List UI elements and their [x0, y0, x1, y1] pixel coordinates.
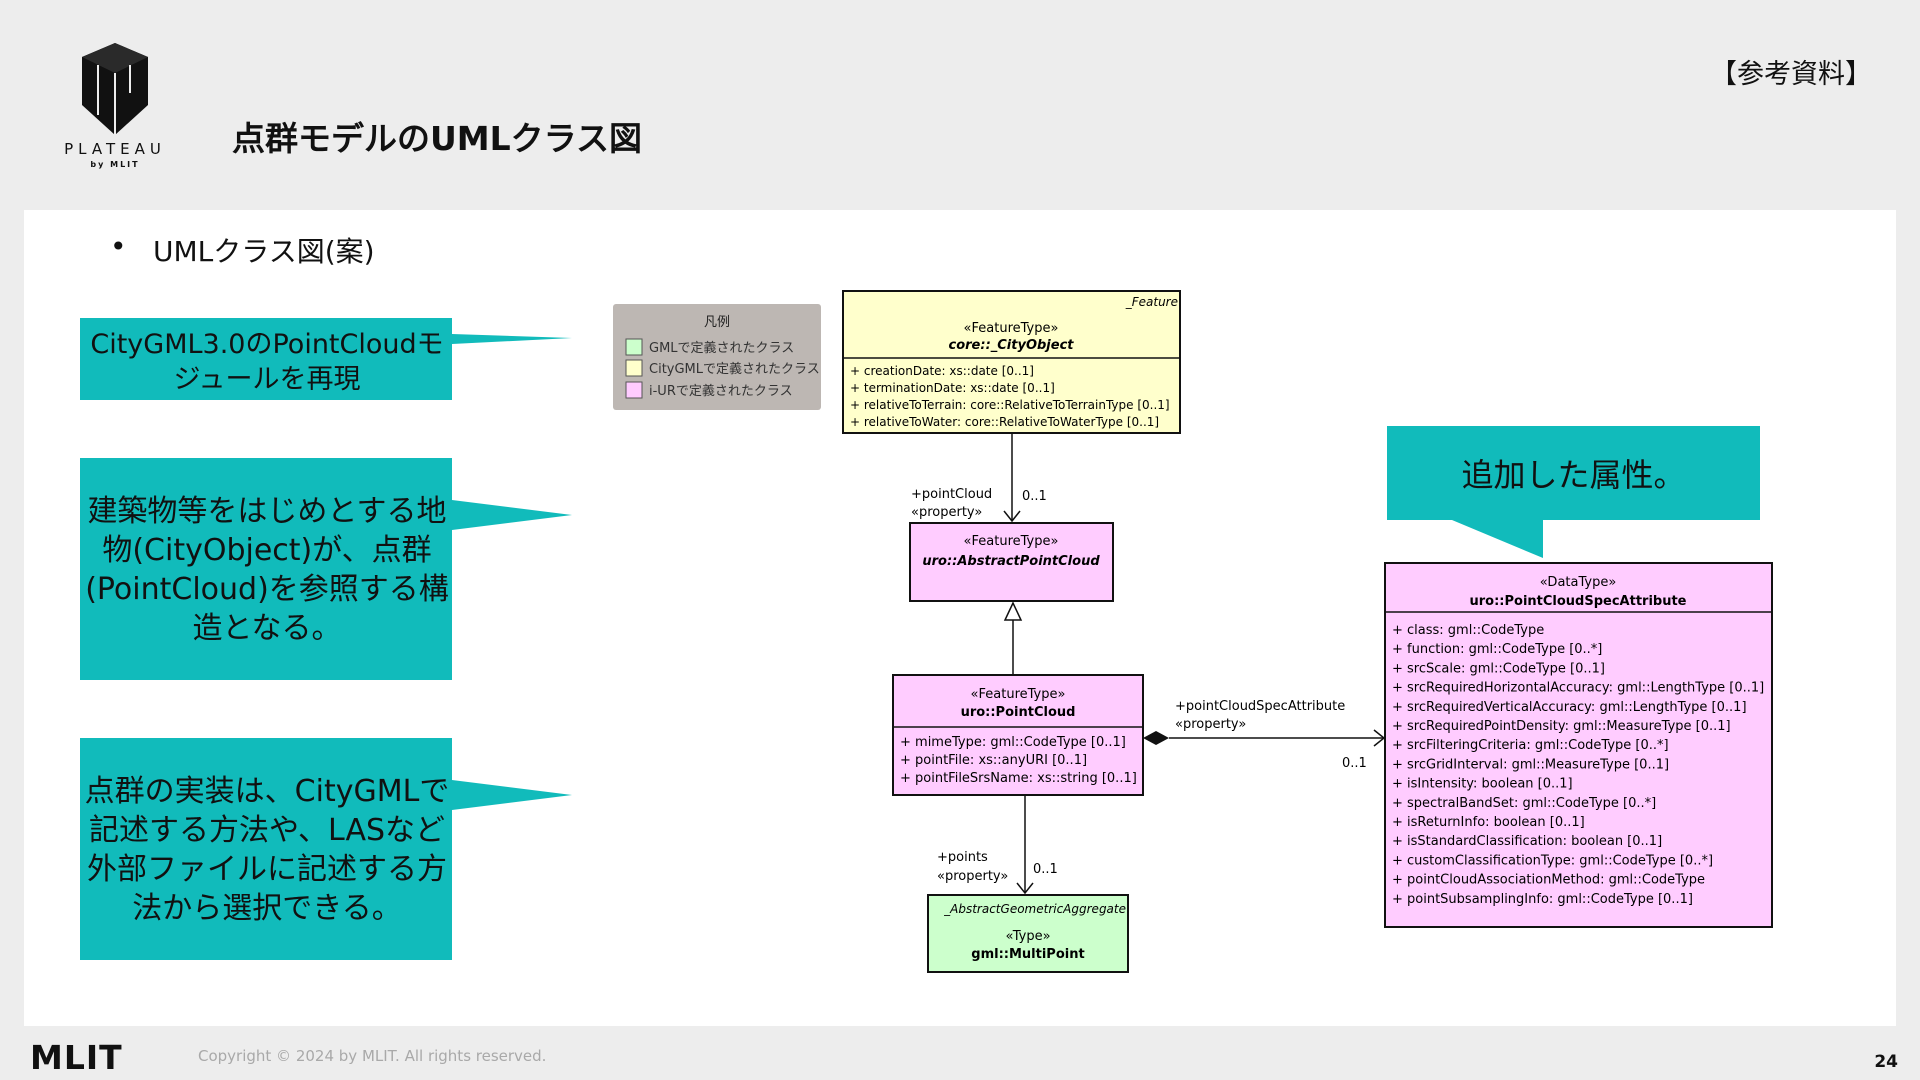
bullet-marker: •	[110, 230, 127, 263]
composition-diamond	[1143, 731, 1169, 745]
logo-byline: by MLIT	[90, 160, 140, 169]
specattribute-attr: + function: gml::CodeType [0..*]	[1392, 642, 1602, 657]
cityobject-attr: + relativeToTerrain: core::RelativeToTer…	[850, 398, 1170, 412]
page-number: 24	[1874, 1052, 1898, 1072]
cityobject-attr: + terminationDate: xs::date [0..1]	[850, 381, 1055, 395]
class-multipoint-stereotype: «Type»	[1005, 929, 1050, 944]
class-multipoint-name: gml::MultiPoint	[971, 947, 1084, 962]
assoc-pointcloud-role: +pointCloud	[911, 487, 992, 502]
assoc-spec-role: +pointCloudSpecAttribute	[1175, 699, 1345, 714]
class-pointcloud-stereotype: «FeatureType»	[971, 687, 1066, 702]
cityobject-attr: + relativeToWater: core::RelativeToWater…	[850, 415, 1159, 429]
assoc-spec-stereo: «property»	[1175, 717, 1246, 732]
class-pointcloud-box	[892, 674, 1144, 796]
callout-3-shape	[80, 738, 572, 960]
class-specattribute-box	[1384, 562, 1773, 928]
class-pointcloud-name: uro::PointCloud	[961, 705, 1076, 720]
class-multipoint-tag: _AbstractGeometricAggregate	[943, 902, 1126, 916]
assoc-spec-mult: 0..1	[1342, 756, 1367, 771]
legend-swatch-gml	[625, 338, 643, 356]
assoc-points-mult: 0..1	[1033, 862, 1058, 877]
plateau-logo-icon	[82, 43, 148, 135]
legend-label-citygml: CityGMLで定義されたクラス	[649, 361, 820, 377]
specattribute-attr-list: + class: gml::CodeType+ function: gml::C…	[1392, 623, 1764, 907]
class-abstractpointcloud-name: uro::AbstractPointCloud	[922, 554, 1100, 569]
specattribute-attr: + srcScale: gml::CodeType [0..1]	[1392, 661, 1605, 676]
specattribute-attr: + spectralBandSet: gml::CodeType [0..*]	[1392, 796, 1656, 811]
assoc-points-stereo: «property»	[937, 869, 1008, 884]
callout-4-shape	[1387, 426, 1760, 558]
class-cityobject-name: core::_CityObject	[949, 338, 1075, 353]
specattribute-attr: + srcGridInterval: gml::MeasureType [0..…	[1392, 757, 1669, 772]
copyright-text: Copyright © 2024 by MLIT. All rights res…	[198, 1047, 547, 1065]
specattribute-attr: + class: gml::CodeType	[1392, 623, 1544, 638]
specattribute-attr: + isReturnInfo: boolean [0..1]	[1392, 815, 1585, 830]
specattribute-attr: + srcRequiredPointDensity: gml::MeasureT…	[1392, 719, 1731, 734]
specattribute-attr: + srcRequiredHorizontalAccuracy: gml::Le…	[1392, 681, 1764, 696]
specattribute-attr: + srcRequiredVerticalAccuracy: gml::Leng…	[1392, 700, 1747, 715]
specattribute-attr: + customClassificationType: gml::CodeTyp…	[1392, 853, 1713, 868]
pointcloud-attr: + pointFileSrsName: xs::string [0..1]	[900, 771, 1137, 786]
generalization-arrow	[1003, 601, 1023, 621]
page-title: 点群モデルのUMLクラス図	[232, 119, 643, 158]
callout-2-text: 建築物等をはじめとする地物(CityObject)が、点群(PointCloud…	[85, 494, 449, 646]
specattribute-attr: + pointCloudAssociationMethod: gml::Code…	[1392, 873, 1705, 888]
assoc-points-role: +points	[937, 850, 988, 865]
callout-1-shape	[80, 318, 572, 400]
legend-box	[613, 304, 821, 410]
class-cityobject-box	[842, 290, 1181, 434]
class-abstractpointcloud-box	[909, 522, 1114, 602]
specattribute-attr: + pointSubsamplingInfo: gml::CodeType [0…	[1392, 892, 1693, 907]
assoc-pointcloud-stereo: «property»	[911, 505, 982, 520]
callout-3-text: 点群の実装は、CityGMLで記述する方法や、LASなど外部ファイルに記述する方…	[84, 774, 450, 926]
class-specattribute-name: uro::PointCloudSpecAttribute	[1469, 594, 1686, 609]
assoc-pointcloud-arrow	[1003, 510, 1021, 523]
callout-4-text: 追加した属性。	[1461, 456, 1686, 495]
assoc-points-arrow	[1016, 882, 1034, 895]
reference-tag: 【参考資料】	[1710, 59, 1872, 90]
pointcloud-attr: + mimeType: gml::CodeType [0..1]	[900, 735, 1126, 750]
legend-label-gml: GMLで定義されたクラス	[649, 340, 794, 356]
assoc-pointcloud-mult: 0..1	[1022, 489, 1047, 504]
legend-title: 凡例	[704, 315, 730, 330]
specattribute-attr: + isStandardClassification: boolean [0..…	[1392, 834, 1662, 849]
specattribute-attr: + srcFilteringCriteria: gml::CodeType [0…	[1392, 738, 1669, 753]
legend-swatch-iur	[625, 381, 643, 399]
class-cityobject-tag: _Feature	[1125, 295, 1178, 309]
legend-swatch-citygml	[625, 359, 643, 377]
mlit-footer-logo: MLIT	[30, 1038, 123, 1077]
class-cityobject-stereotype: «FeatureType»	[964, 321, 1059, 336]
class-abstractpointcloud-stereotype: «FeatureType»	[964, 534, 1059, 549]
callout-1-text: CityGML3.0のPointCloudモジュールを再現	[90, 328, 444, 395]
specattribute-attr: + isIntensity: boolean [0..1]	[1392, 777, 1573, 792]
bullet-text: UMLクラス図(案)	[153, 235, 375, 268]
class-specattribute-stereotype: «DataType»	[1540, 575, 1617, 590]
callout-2-shape	[80, 458, 572, 680]
pointcloud-attr: + pointFile: xs::anyURI [0..1]	[900, 753, 1087, 768]
class-multipoint-box	[927, 894, 1129, 973]
legend-label-iur: i-URで定義されたクラス	[649, 383, 793, 399]
cityobject-attr: + creationDate: xs::date [0..1]	[850, 364, 1034, 378]
logo-wordmark: PLATEAU	[64, 140, 166, 158]
